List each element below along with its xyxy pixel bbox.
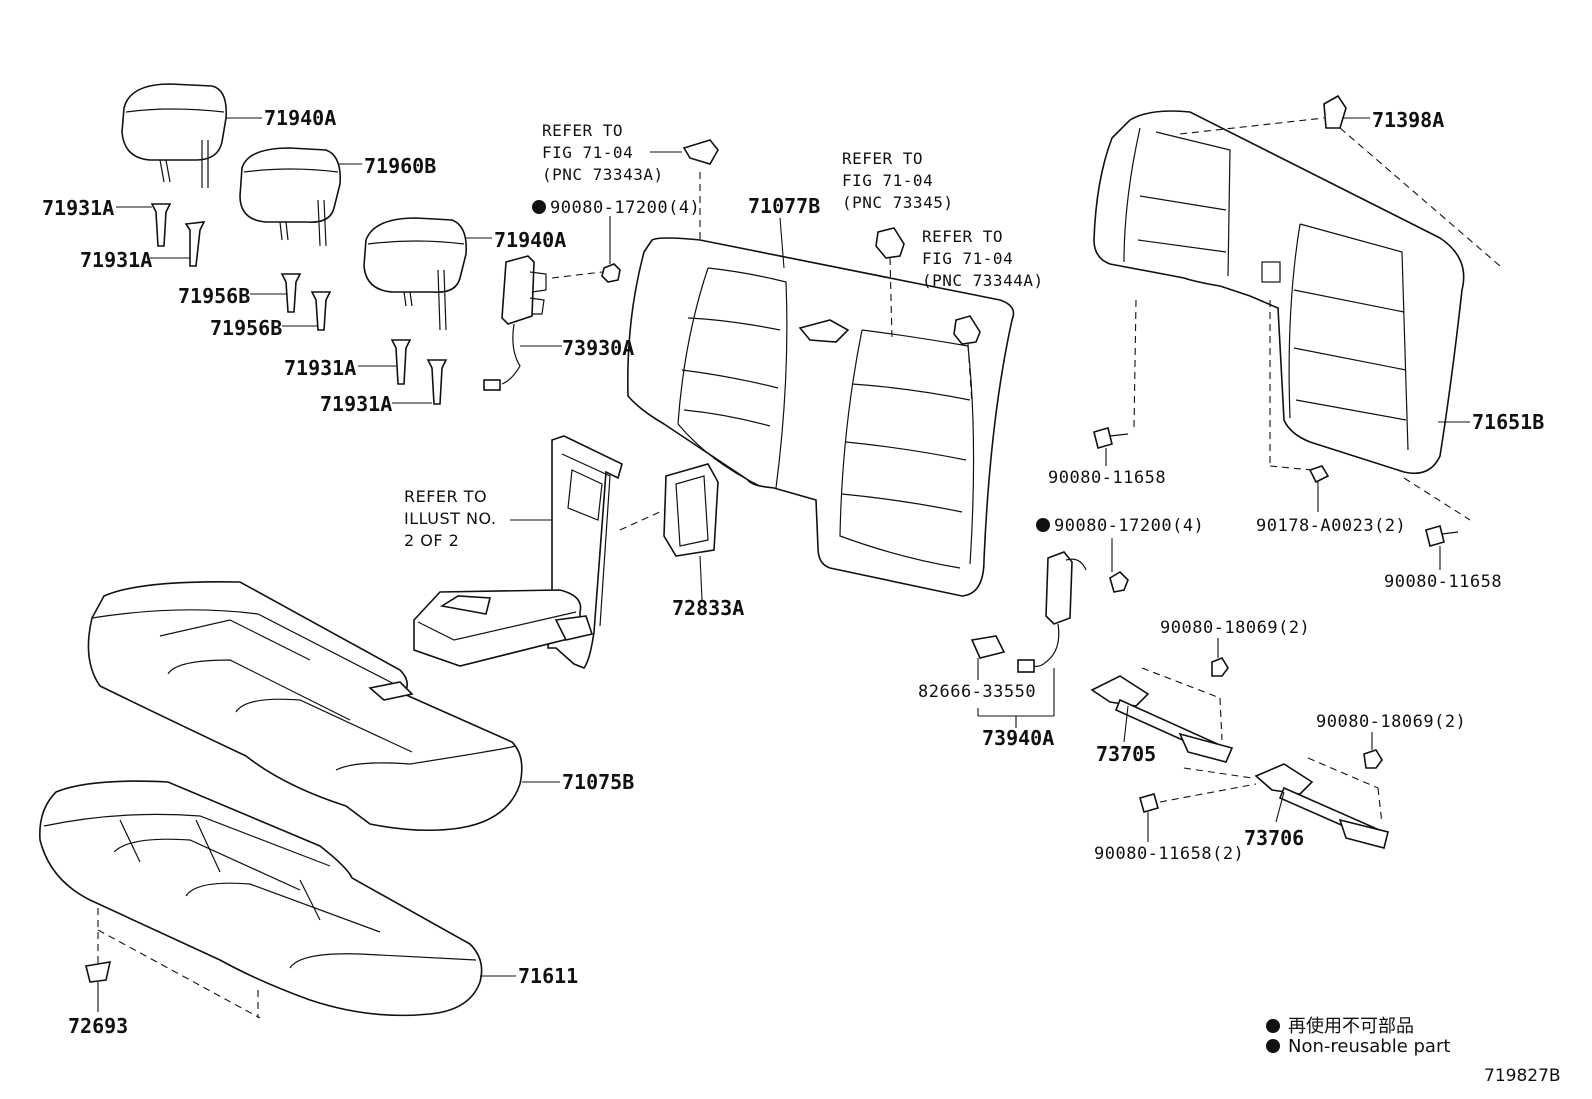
headrest-supports-shapes: [116, 203, 448, 405]
label-airbag-left: 73930A: [562, 336, 635, 360]
label-support-1b: 71931A: [80, 248, 153, 272]
label-nut-anchor-2: 90080-18069(2): [1316, 712, 1467, 732]
reference-illust: REFER TO ILLUST NO. 2 OF 2: [404, 487, 497, 550]
label-support-2b: 71956B: [210, 316, 283, 340]
label-hook-top: 71398A: [1372, 108, 1445, 132]
label-nut-right: 90080-17200(4): [1036, 518, 1204, 535]
reference-73343a: REFER TO FIG 71-04 (PNC 73343A): [542, 121, 664, 184]
label-cushion-cover: 71075B: [562, 770, 635, 794]
headrest-upper-shape: [121, 83, 262, 188]
label-back-cover: 71077B: [748, 194, 821, 218]
label-support-2a: 71956B: [178, 284, 251, 308]
label-clip: 72693: [68, 1014, 129, 1038]
back-side-parts: [875, 227, 981, 405]
label-back-frame: 71651B: [1472, 410, 1545, 434]
bullet-icon: [1266, 1039, 1280, 1053]
label-headrest-lower: 71940A: [494, 228, 567, 252]
airbag-left-shape: [483, 216, 621, 391]
label-anchor-2: 73706: [1244, 826, 1305, 850]
label-support-1a: 71931A: [42, 196, 115, 220]
back-frame-shape: [1093, 94, 1501, 521]
label-nut-back: 90178-A0023(2): [1256, 516, 1407, 536]
label-headrest-middle: 71960B: [364, 154, 437, 178]
illustration-number: 719827B: [1484, 1066, 1561, 1086]
label-airbag-right: 73940A: [982, 726, 1055, 750]
headrest-lower-shape: [363, 217, 492, 331]
label-headrest-upper: 71940A: [264, 106, 337, 130]
airbag-right-shape: [970, 538, 1129, 728]
headrest-middle-shape: [239, 147, 362, 247]
legend-jp-text: 再使用不可部品: [1288, 1016, 1414, 1037]
anchor-73705-shape: [1090, 638, 1253, 779]
label-support-3b: 71931A: [320, 392, 393, 416]
cushion-pad-shape: [39, 780, 516, 1019]
reference-73345: REFER TO FIG 71-04 (PNC 73345): [842, 149, 954, 212]
bullet-icon: [1266, 1019, 1280, 1033]
label-bolt-back-a: 90080-11658: [1048, 468, 1167, 488]
label-armrest-cover: 72833A: [672, 596, 745, 620]
legend-english: Non-reusable part: [1266, 1036, 1450, 1057]
label-bolt-back-b: 90080-11658: [1384, 572, 1503, 592]
back-fasteners: [1093, 427, 1459, 570]
cushion-cover-shape: [87, 580, 560, 832]
label-sensor: 82666-33550: [918, 682, 1037, 702]
label-support-3a: 71931A: [284, 356, 357, 380]
legend-en-text: Non-reusable part: [1288, 1036, 1451, 1057]
label-anchor-1: 73705: [1096, 742, 1157, 766]
label-cushion-pad: 71611: [518, 964, 579, 988]
armrest-shape: [413, 435, 719, 669]
anchor-73706-shape: [1139, 732, 1389, 849]
label-bolt-anchor: 90080-11658(2): [1094, 844, 1245, 864]
reference-73344a: REFER TO FIG 71-04 (PNC 73344A): [922, 227, 1044, 290]
label-nut-left: 90080-17200(4): [532, 200, 700, 217]
legend-japanese: 再使用不可部品: [1266, 1012, 1414, 1038]
label-nut-anchor-1: 90080-18069(2): [1160, 618, 1311, 638]
